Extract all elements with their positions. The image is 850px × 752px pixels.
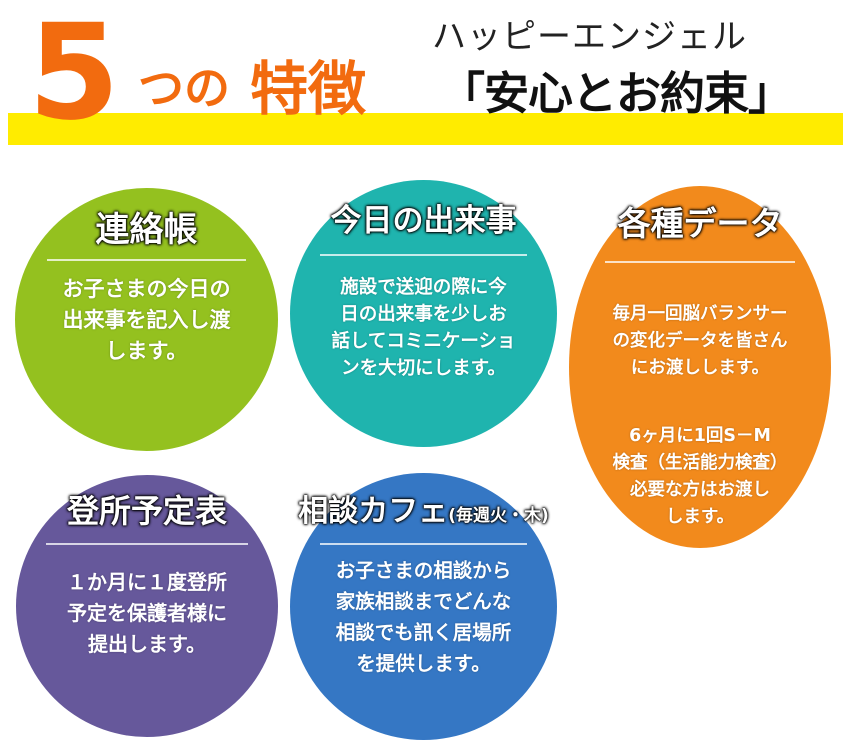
- feature-circle-data: 各種データ 毎月一回脳バランサー の変化データを皆さん にお渡しします。 6ヶ月…: [569, 186, 831, 548]
- title-tsu: つの: [138, 61, 230, 115]
- feature-description: １か月に１度登所 予定を保護者様に 提出します。: [67, 570, 227, 656]
- divider: [320, 543, 527, 545]
- title-features: 特徴: [250, 55, 367, 123]
- feature-circle-contact-book: 連絡帳 お子さまの今日の 出来事を記入し渡 します。: [15, 188, 278, 451]
- feature-title: 相談カフェ(毎週火・木): [290, 491, 557, 537]
- brand-name: ハッピーエンジェル: [432, 17, 747, 57]
- divider: [320, 254, 527, 256]
- feature-title: 各種データ: [617, 204, 783, 243]
- feature-circle-consultation-cafe: 相談カフェ(毎週火・木) お子さまの相談から 家族相談までどんな 相談でも訊く居…: [290, 473, 557, 740]
- feature-count-number: 5: [28, 0, 120, 150]
- feature-circle-todays-events: 今日の出来事 施設で送迎の際に今 日の出来事を少しお 話してコミニケーショ ンを…: [290, 180, 557, 447]
- feature-title: 登所予定表: [66, 492, 227, 530]
- feature-description-1: 毎月一回脳バランサー の変化データを皆さん にお渡しします。: [612, 304, 788, 378]
- highlight-bar: [8, 113, 843, 145]
- feature-title-note: (毎週火・木): [448, 506, 549, 526]
- feature-description: お子さまの相談から 家族相談までどんな 相談でも訊く居場所 を提供します。: [335, 559, 512, 675]
- feature-title-main: 相談カフェ: [298, 494, 449, 529]
- feature-title: 連絡帳: [95, 210, 198, 250]
- feature-description: お子さまの今日の 出来事を記入し渡 します。: [62, 277, 231, 363]
- divider: [605, 261, 795, 263]
- feature-description-2: 6ヶ月に1回S－M 検査（生活能力検査） 必要な方はお渡し します。: [612, 426, 788, 527]
- feature-description: 毎月一回脳バランサー の変化データを皆さん にお渡しします。 6ヶ月に1回S－M…: [569, 274, 831, 558]
- feature-description: 施設で送迎の際に今 日の出来事を少しお 話してコミニケーショ ンを大切にします。: [331, 277, 516, 379]
- feature-circle-schedule: 登所予定表 １か月に１度登所 予定を保護者様に 提出します。: [16, 475, 278, 737]
- promise-title: 「安心とお約束」: [440, 67, 793, 120]
- divider: [46, 543, 248, 545]
- feature-title: 今日の出来事: [330, 203, 517, 239]
- header: 5 つの 特徴 ハッピーエンジェル 「安心とお約束」: [0, 0, 850, 150]
- divider: [47, 259, 246, 261]
